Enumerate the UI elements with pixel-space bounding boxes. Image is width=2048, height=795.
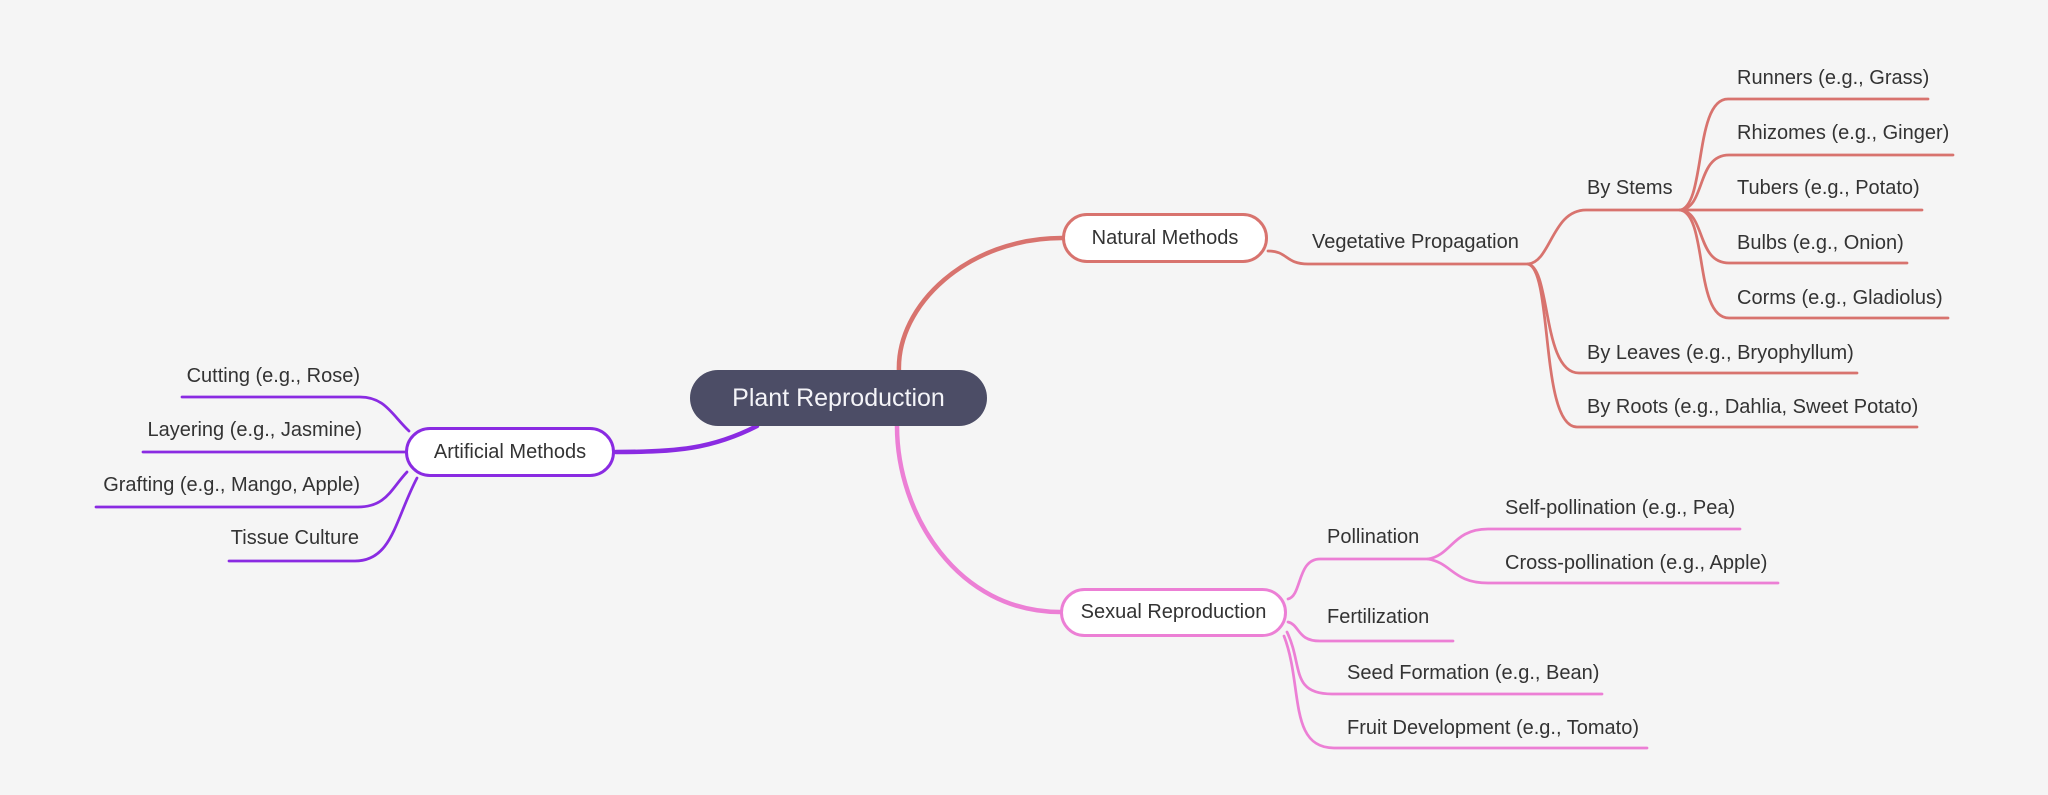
node-layering: Layering (e.g., Jasmine) (147, 419, 362, 441)
node-grafting: Grafting (e.g., Mango, Apple) (103, 474, 360, 496)
node-corms: Corms (e.g., Gladiolus) (1737, 287, 1943, 309)
link-bystems-corms (1678, 208, 1950, 320)
node-cutting: Cutting (e.g., Rose) (186, 365, 360, 387)
link-sexual-fruit (1282, 634, 1649, 750)
link-sexual-fertilization (1286, 620, 1455, 643)
node-fruit-development: Fruit Development (e.g., Tomato) (1347, 717, 1639, 739)
node-pollination: Pollination (1327, 526, 1420, 548)
node-fertilization: Fertilization (1327, 606, 1430, 628)
link-sexual-seed (1285, 630, 1604, 696)
link-artificial-grafting (94, 470, 409, 509)
link-bystems-rhizomes (1678, 153, 1955, 212)
link-artificial-cutting (180, 395, 411, 433)
node-seed-formation: Seed Formation (e.g., Bean) (1347, 662, 1600, 684)
node-artificial-methods: Artificial Methods (405, 427, 615, 477)
link-bystems-runners (1678, 97, 1930, 212)
link-pollination-cross (1426, 557, 1780, 585)
link-natural-vegetative (1266, 249, 1530, 266)
node-vegetative-propagation: Vegetative Propagation (1312, 231, 1519, 253)
link-root-natural (896, 235, 1065, 375)
node-tissue-culture: Tissue Culture (230, 527, 359, 549)
node-by-stems: By Stems (1587, 177, 1673, 199)
link-vegetative-bystems (1526, 208, 1682, 266)
node-natural-methods: Natural Methods (1062, 213, 1268, 263)
link-pollination-self (1426, 527, 1742, 561)
node-bulbs: Bulbs (e.g., Onion) (1737, 232, 1904, 254)
node-by-roots: By Roots (e.g., Dahlia, Sweet Potato) (1587, 396, 1919, 418)
node-sexual-reproduction: Sexual Reproduction (1060, 588, 1287, 637)
node-natural-methods-label: Natural Methods (1091, 226, 1239, 249)
link-vegetative-byroots (1526, 262, 1919, 429)
link-sexual-pollination (1286, 557, 1430, 601)
node-sexual-reproduction-label: Sexual Reproduction (1080, 601, 1267, 623)
node-rhizomes: Rhizomes (e.g., Ginger) (1737, 122, 1950, 144)
node-by-leaves: By Leaves (e.g., Bryophyllum) (1587, 342, 1854, 364)
node-runners: Runners (e.g., Grass) (1737, 67, 1930, 89)
node-artificial-methods-label: Artificial Methods (433, 440, 587, 463)
node-root-label: Plant Reproduction (732, 383, 945, 412)
node-tubers: Tubers (e.g., Potato) (1737, 177, 1920, 199)
link-root-sexual (894, 423, 1063, 615)
link-root-artificial (613, 423, 760, 455)
link-artificial-tissue (227, 476, 419, 563)
node-self-pollination: Self-pollination (e.g., Pea) (1505, 497, 1736, 519)
node-root: Plant Reproduction (690, 370, 987, 426)
node-cross-pollination: Cross-pollination (e.g., Apple) (1505, 552, 1768, 574)
